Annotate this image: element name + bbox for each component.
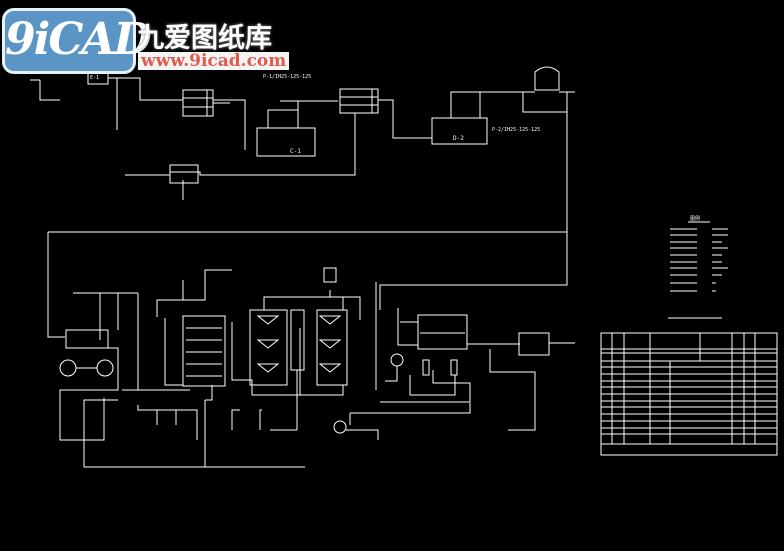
p2-spec: P-2/IH25-125-125 [492,127,540,133]
logo-url: www.9icad.com [138,52,290,70]
tank-left [65,329,109,349]
p1-spec: P-1/IH25-125-125 [263,74,311,80]
product-tank [518,332,550,356]
legend: 图例 [668,215,728,319]
c1-label: C-1 [290,148,301,155]
bottom-process-section [59,267,575,468]
filter-bank [182,315,226,387]
logo-name: 九爱图纸库 [137,23,272,54]
settler-right [316,309,348,386]
vessel-c1 [256,127,316,157]
d2-label: D-2 [453,135,464,142]
site-logo: 9iCAD 九爱图纸库 www.9icad.com [2,8,292,78]
small-tank [323,267,337,283]
reactor-box [417,314,468,350]
settler-left [249,309,288,386]
filter-1 [182,89,214,117]
filter-2 [339,88,379,114]
top-process-section: C-1 D-2 P-1/IH25-125-125 P-2/IH25-125-12… [30,66,575,338]
vessel-d2 [431,117,488,145]
storage-tank [534,66,560,91]
logo-mark: 9iCAD [2,8,152,74]
tank-small [169,164,199,184]
column-center [290,309,305,371]
e1-label: E-1 [90,75,99,81]
legend-title: 图例 [690,215,700,222]
parts-table [600,332,778,456]
